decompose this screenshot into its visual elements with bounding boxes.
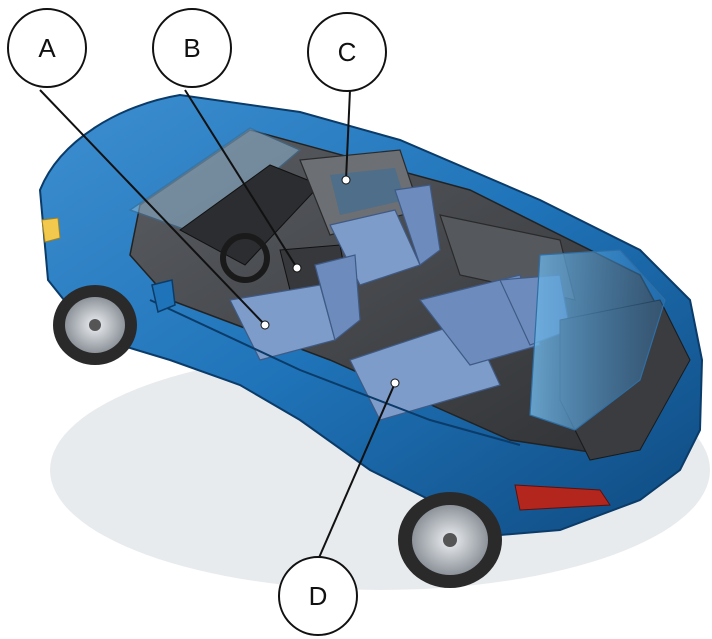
callout-d-label: D <box>309 581 328 611</box>
driver-seat <box>229 254 361 361</box>
tail-light <box>514 484 611 511</box>
callout-a-leader <box>39 89 266 326</box>
callout-b: B <box>152 8 232 88</box>
callout-c-dot <box>341 175 351 185</box>
callout-b-dot <box>292 263 302 273</box>
callout-d-leader <box>317 382 396 561</box>
callout-c-leader <box>345 89 351 181</box>
callout-a-label: A <box>38 33 56 63</box>
side-mirror <box>151 279 176 314</box>
callout-c-label: C <box>338 37 357 67</box>
callout-c: C <box>307 12 387 92</box>
callout-b-label: B <box>183 33 200 63</box>
front-wheel <box>53 285 137 365</box>
side-window-line <box>149 299 521 446</box>
callout-b-leader <box>184 89 298 269</box>
headlight <box>41 217 61 243</box>
callout-a-dot <box>260 320 270 330</box>
roof-glass <box>529 249 666 431</box>
windshield <box>128 127 302 236</box>
callout-a: A <box>7 8 87 88</box>
rear-wheel <box>398 492 502 588</box>
callout-d: D <box>278 556 358 636</box>
steering-wheel <box>220 233 270 283</box>
callout-d-dot <box>390 378 400 388</box>
